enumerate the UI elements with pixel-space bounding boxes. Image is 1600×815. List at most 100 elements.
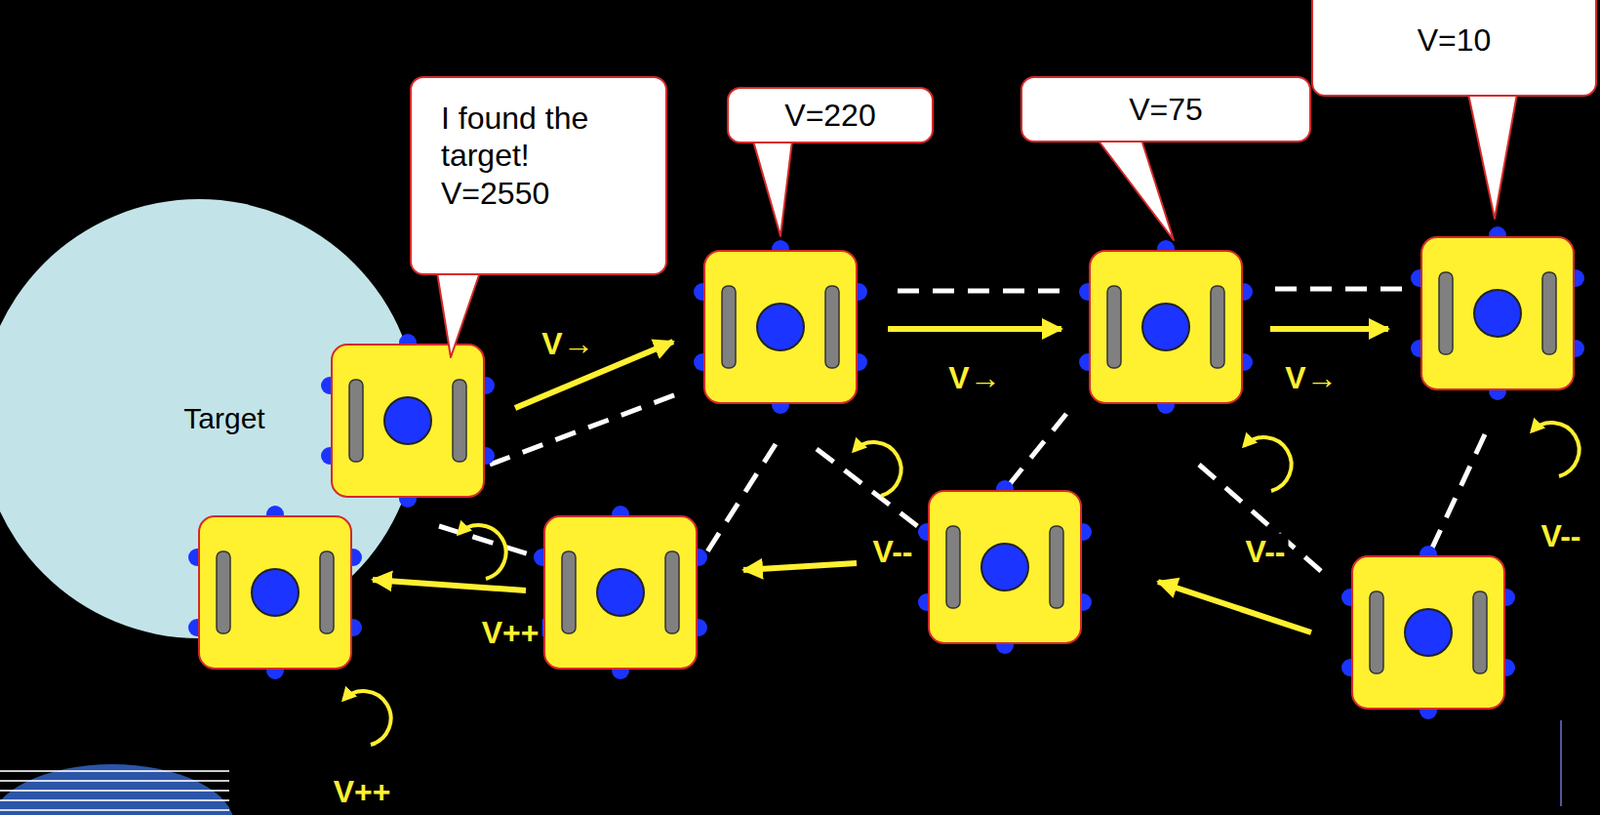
robot-wheel xyxy=(1542,272,1557,355)
robot-wheel xyxy=(561,551,576,634)
sensor-dot xyxy=(1419,701,1438,720)
robot-body xyxy=(1421,237,1574,390)
sensor-dot xyxy=(1341,658,1360,677)
value-arrow xyxy=(1158,581,1312,633)
logo-stripe xyxy=(0,779,230,782)
robot-hub xyxy=(981,543,1029,591)
logo-ellipse xyxy=(0,763,235,815)
sensor-dot xyxy=(689,618,708,637)
callout-text: V=220 xyxy=(784,96,876,134)
sensor-dot xyxy=(1497,658,1516,677)
robot-wheel xyxy=(1210,285,1225,368)
dashed-link xyxy=(1199,464,1322,572)
value-label: V→ xyxy=(538,325,597,362)
loop-arrow xyxy=(853,441,902,496)
robot xyxy=(1410,226,1585,400)
robot-wheel xyxy=(721,285,736,368)
robot-hub xyxy=(1474,289,1521,337)
sensor-dot xyxy=(1410,269,1429,287)
loops xyxy=(343,422,1580,745)
loop-arrow xyxy=(1243,437,1292,491)
sensor-dot xyxy=(266,661,284,680)
robot-wheel xyxy=(1439,272,1453,355)
sensor-dot xyxy=(693,282,712,301)
dashed-link xyxy=(489,393,680,465)
dashed-link xyxy=(1428,434,1485,557)
dashed-link xyxy=(439,525,536,557)
dashed-link xyxy=(1004,413,1067,490)
sensor-dot xyxy=(1419,545,1438,563)
speech-callout: V=75 xyxy=(1020,76,1312,143)
robot-body xyxy=(928,490,1081,643)
robot xyxy=(918,480,1092,654)
sensor-dot xyxy=(1235,282,1253,301)
robot-body xyxy=(1089,250,1242,403)
sensor-dot xyxy=(689,548,708,566)
sensor-dot xyxy=(849,282,868,301)
robot-body xyxy=(1352,556,1505,709)
sensor-dot xyxy=(996,636,1014,654)
sensor-dot xyxy=(611,661,630,680)
value-label: V-- xyxy=(1242,533,1289,570)
robot-wheel xyxy=(1107,285,1121,368)
target-region: Target xyxy=(0,199,419,639)
speech-callout: V=10 xyxy=(1311,0,1598,97)
sensor-dot xyxy=(1157,396,1175,414)
robot-wheel xyxy=(1473,591,1487,674)
robot-wheel xyxy=(1049,525,1064,608)
value-label: V-- xyxy=(870,533,917,570)
speech-callout: I found the target! V=2550 xyxy=(409,76,668,276)
dashed-link xyxy=(897,288,1072,294)
sensor-dot xyxy=(1157,240,1175,258)
loop-arrow xyxy=(1531,422,1580,477)
value-arrow xyxy=(1270,325,1389,332)
logo-stripe xyxy=(0,769,230,772)
region-label: Target xyxy=(132,401,265,436)
sensor-dot xyxy=(1488,382,1507,400)
sensor-dot xyxy=(771,240,790,258)
logo-stripe xyxy=(0,808,230,811)
dashed-link xyxy=(1275,286,1403,292)
sensor-dot xyxy=(533,548,552,566)
sensor-dot xyxy=(1079,353,1097,371)
sensor-dot xyxy=(1566,339,1585,358)
value-label: V++ xyxy=(479,614,543,651)
callout-text: V=75 xyxy=(1128,90,1203,128)
sensor-dot xyxy=(611,505,630,523)
sensor-dot xyxy=(1488,226,1507,244)
loop-arrow xyxy=(343,690,392,745)
sensor-dot xyxy=(1235,353,1253,371)
speech-callout: V=220 xyxy=(726,86,934,144)
robot-wheel xyxy=(946,525,960,608)
callout-tail xyxy=(437,272,480,358)
robot-body xyxy=(704,250,857,403)
robot-body xyxy=(544,516,697,669)
sensor-dot xyxy=(477,446,495,465)
sensor-dot xyxy=(477,376,495,395)
robot-hub xyxy=(597,568,644,616)
sensor-dot xyxy=(1497,588,1516,606)
value-arrow xyxy=(887,325,1062,332)
robot xyxy=(533,505,708,680)
callout-tail xyxy=(753,140,793,237)
robot xyxy=(693,240,868,414)
robot xyxy=(1341,545,1516,720)
frame-line xyxy=(1560,720,1562,806)
sensor-dot xyxy=(918,593,936,611)
robot-hub xyxy=(1404,608,1452,656)
callout-tail xyxy=(1097,139,1174,240)
robot-wheel xyxy=(452,379,467,462)
value-arrow xyxy=(743,562,857,570)
robot xyxy=(1079,240,1253,414)
links xyxy=(439,288,1485,572)
robot-hub xyxy=(1142,303,1190,351)
callout-text: I found the target! V=2550 xyxy=(440,99,637,212)
sensor-dot xyxy=(1410,339,1429,358)
robot-wheel xyxy=(1369,591,1384,674)
sensor-dot xyxy=(849,353,868,371)
logo xyxy=(0,763,235,815)
logo-stripes xyxy=(0,770,230,810)
sensor-dot xyxy=(1341,588,1360,606)
sensor-dot xyxy=(344,618,362,637)
